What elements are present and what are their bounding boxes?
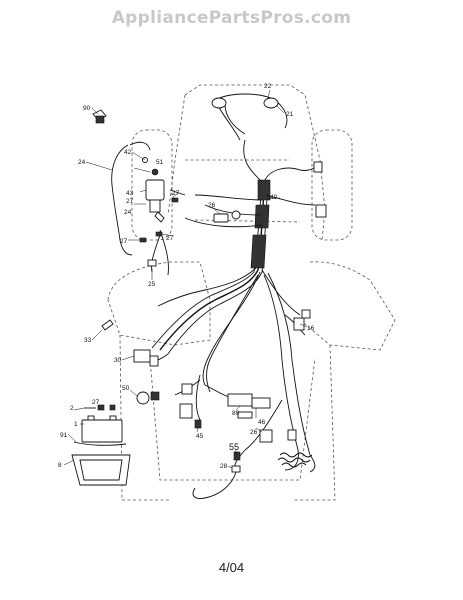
callout-labels: 90 24 42 51 43 27 27 24 27 27 25 22 21 2… — [58, 83, 315, 470]
callout-51: 51 — [156, 159, 164, 166]
callout-26b: 26 — [250, 429, 258, 436]
callout-91: 91 — [60, 432, 68, 439]
coiled-cord — [277, 452, 313, 468]
callout-30: 30 — [114, 357, 122, 364]
callout-27a: 27 — [126, 198, 134, 205]
callout-24b: 24 — [124, 209, 132, 216]
callout-28: 28 — [220, 463, 228, 470]
callout-26: 26 — [208, 202, 216, 209]
callout-22: 22 — [264, 83, 272, 90]
callout-16: 16 — [307, 325, 315, 332]
callout-89: 89 — [232, 410, 240, 417]
callout-27e: 27 — [92, 399, 100, 406]
callout-40: 40 — [270, 194, 278, 201]
fuse-block-89 — [227, 393, 253, 407]
callout-90: 90 — [83, 105, 91, 112]
solenoid — [145, 179, 165, 201]
callout-33: 33 — [84, 337, 92, 344]
callout-46: 46 — [258, 419, 266, 426]
part-90 — [95, 115, 105, 124]
callout-24: 24 — [78, 159, 86, 166]
headlight-left — [211, 97, 227, 109]
connector-30 — [133, 349, 151, 363]
callout-2: 2 — [70, 405, 74, 412]
chassis-outline — [107, 84, 396, 501]
callout-45: 45 — [196, 433, 204, 440]
callout-1: 1 — [74, 421, 78, 428]
page-footer-date: 4/04 — [218, 560, 245, 575]
main-wire-harness — [151, 93, 321, 456]
watermark: AppliancePartsPros.com — [111, 8, 352, 28]
headlight-right — [263, 97, 279, 109]
left-harness — [111, 141, 186, 276]
leader-lines — [63, 89, 308, 469]
callout-27c: 27 — [120, 238, 128, 245]
callout-8: 8 — [58, 462, 62, 469]
callout-55: 55 — [229, 442, 239, 452]
callout-27d: 27 — [166, 235, 174, 242]
callout-21: 21 — [286, 111, 294, 118]
callout-43: 43 — [126, 190, 134, 197]
callout-50: 50 — [122, 385, 130, 392]
callout-27b: 27 — [172, 190, 180, 197]
callout-42: 42 — [124, 149, 132, 156]
switch-50 — [136, 391, 150, 405]
battery — [81, 419, 123, 443]
callout-25: 25 — [148, 281, 156, 288]
plug-55 — [233, 451, 241, 461]
switch-26 — [213, 213, 229, 223]
